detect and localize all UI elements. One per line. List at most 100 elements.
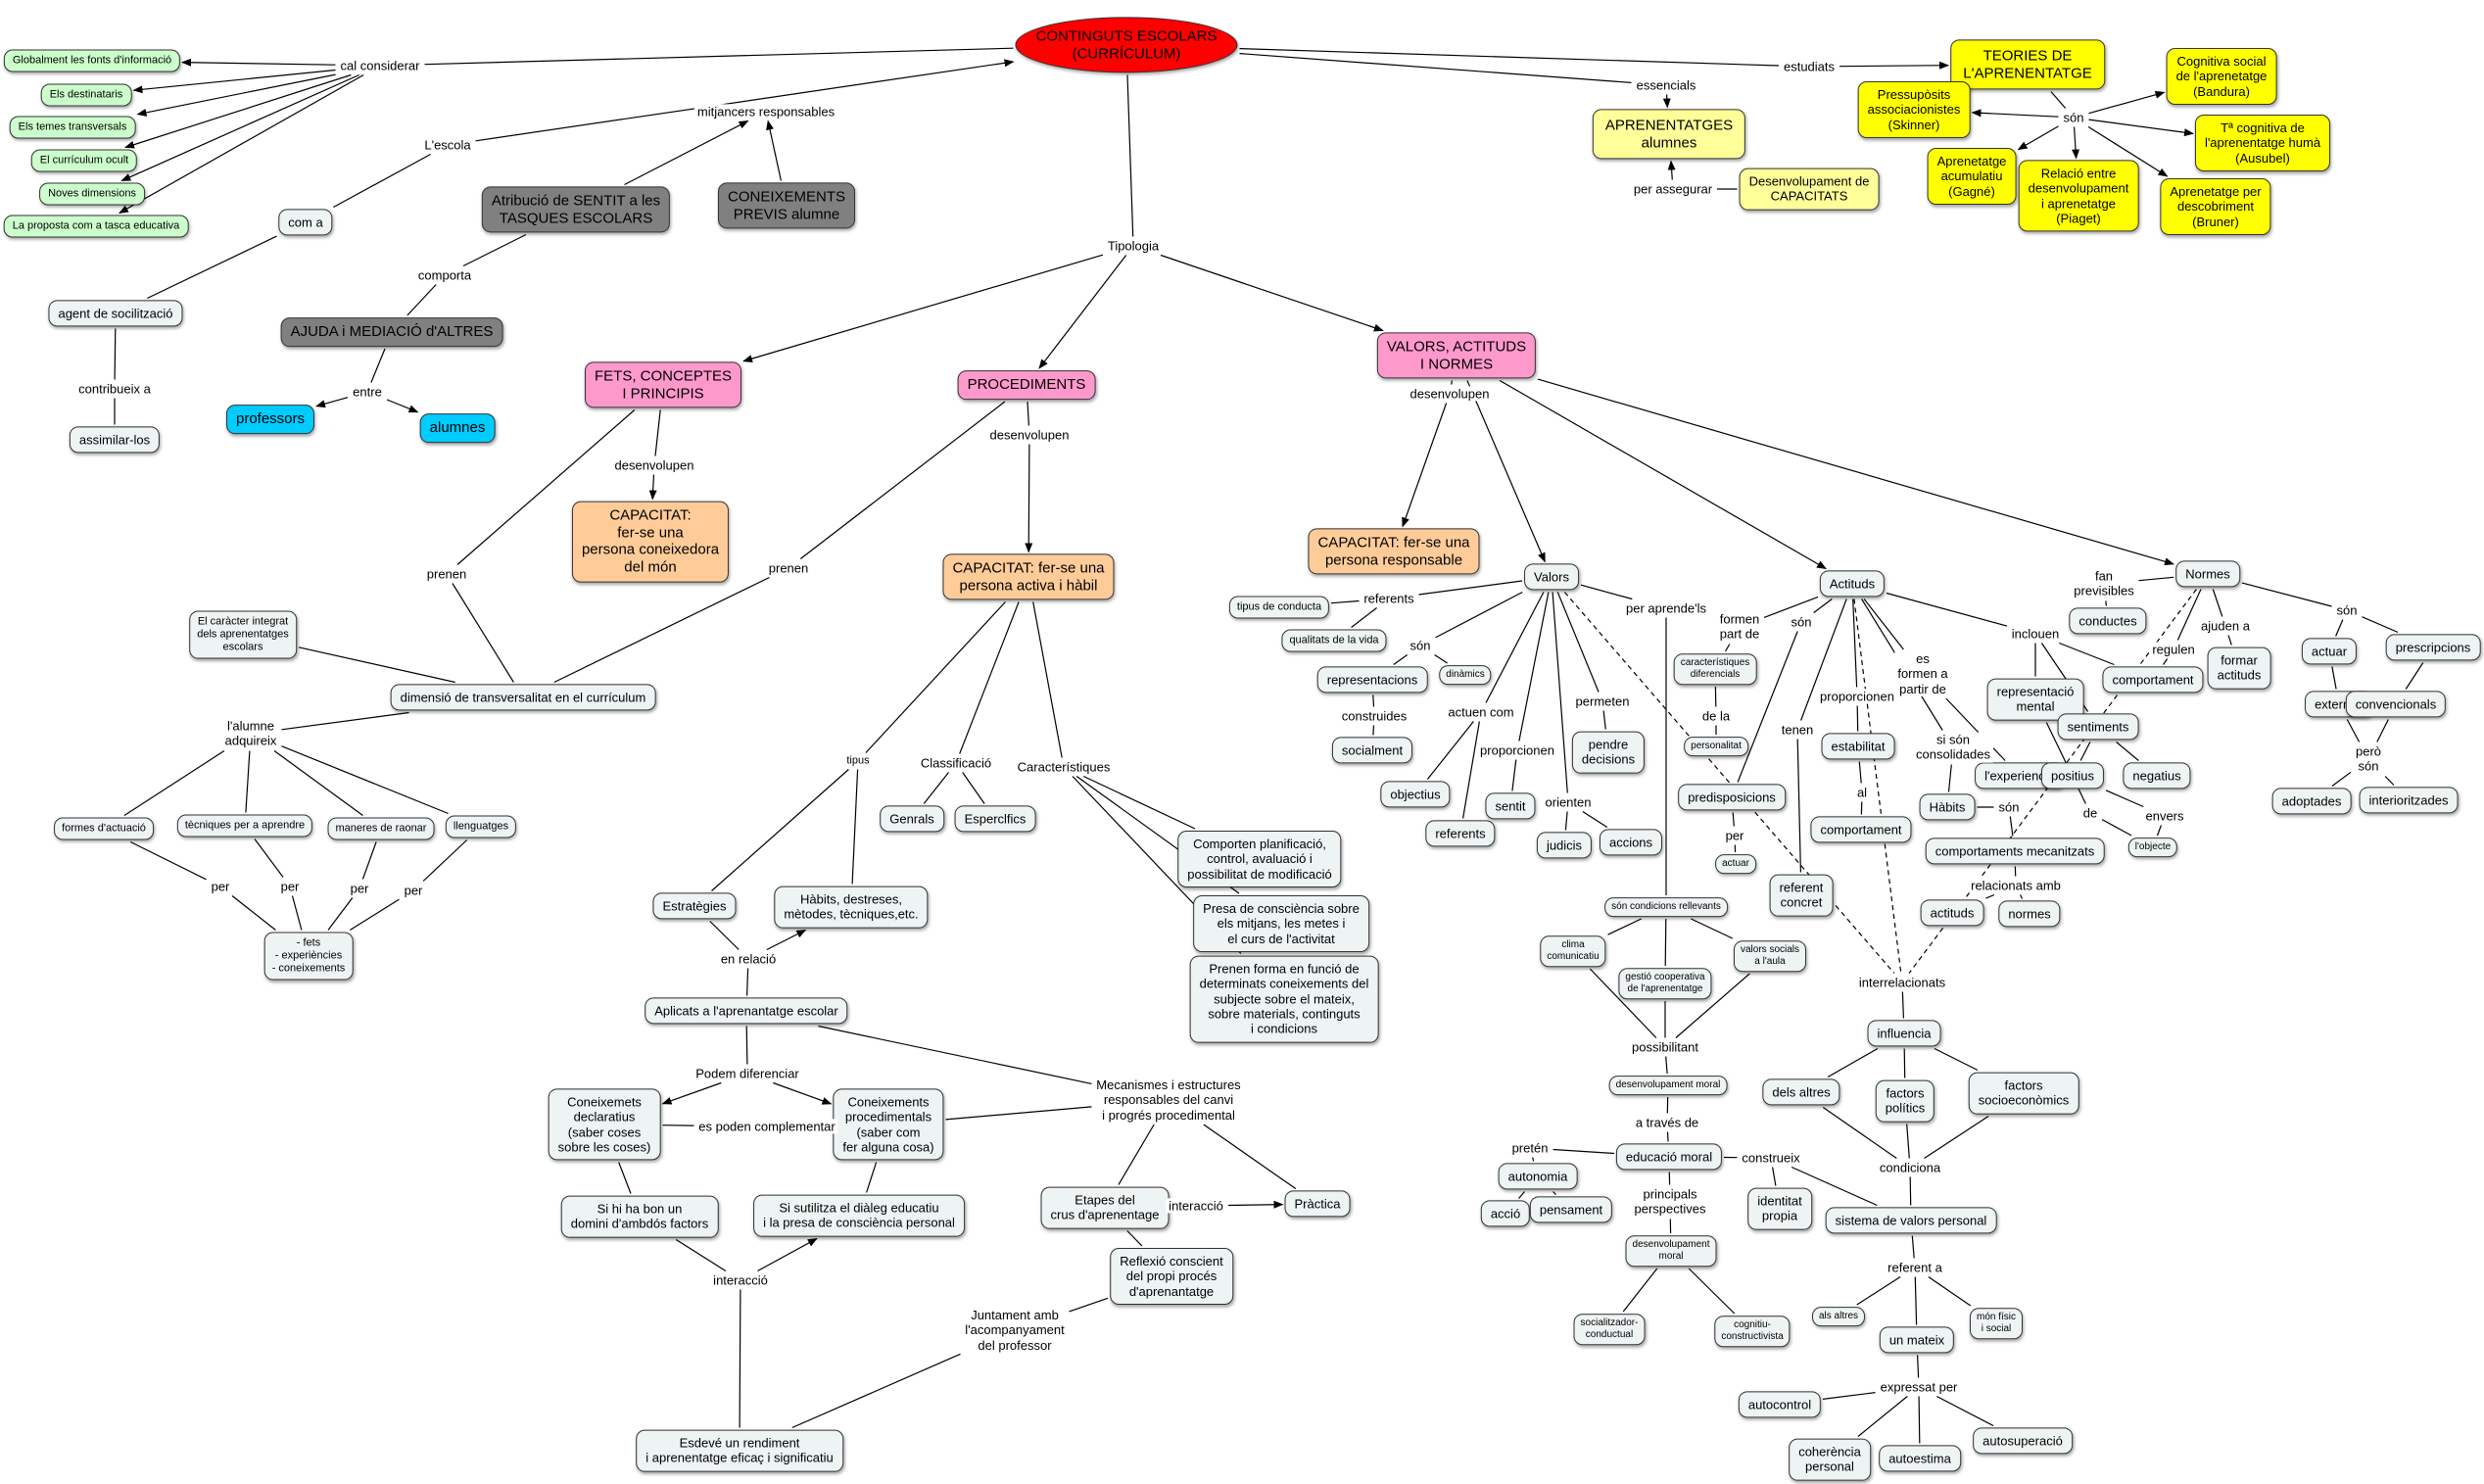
concept-node-interior[interactable]: interioritzades (2359, 787, 2459, 814)
concept-node-capp[interactable]: CAPACITAT: fer-se una persona activa i h… (942, 553, 1115, 600)
concept-node-tecn[interactable]: tècniques per a aprendre (176, 814, 313, 838)
concept-node-pendre[interactable]: pendre decisions (1571, 731, 1646, 774)
concept-node-atrib[interactable]: Atribució de SENTIT a les TASQUES ESCOLA… (481, 186, 671, 233)
concept-node-desmoral2[interactable]: desenvolupament moral (1625, 1235, 1717, 1267)
concept-node-comp3[interactable]: Prenen forma en funció de determinats co… (1189, 955, 1379, 1043)
concept-node-objecte[interactable]: l'objecte (2127, 838, 2178, 857)
concept-node-personalitat[interactable]: personalitat (1684, 737, 1748, 756)
concept-node-altres1[interactable]: dels altres (1762, 1078, 1840, 1106)
concept-node-g2[interactable]: Els destinataris (40, 83, 132, 107)
concept-node-positius[interactable]: positius (2040, 762, 2105, 790)
concept-node-g5[interactable]: Noves dimensions (39, 182, 145, 206)
concept-node-pensament[interactable]: pensament (1529, 1196, 1613, 1223)
concept-node-actuar2[interactable]: actuar (2301, 638, 2358, 665)
concept-node-coherencia[interactable]: coherència personal (1789, 1438, 1871, 1481)
concept-node-apren[interactable]: APRENENTATGES alumnes (1592, 109, 1746, 160)
concept-node-valorsn[interactable]: Valors (1524, 563, 1579, 591)
concept-node-normes[interactable]: Normes (2175, 560, 2240, 588)
concept-node-desen[interactable]: Desenvolupament de CAPACITATS (1739, 168, 1880, 211)
concept-node-caracter[interactable]: El caràcter integrat dels aprenentatges … (189, 610, 297, 659)
concept-node-aplic[interactable]: Aplicats a l'aprenantatge escolar (645, 997, 848, 1025)
concept-node-formes[interactable]: formes d'actuació (54, 817, 154, 840)
concept-node-ausubel[interactable]: Tª cognitiva de l'aprenentatge humà (Aus… (2194, 115, 2331, 171)
concept-node-repres[interactable]: representacions (1316, 666, 1428, 694)
concept-node-valors[interactable]: VALORS, ACTITUDS I NORMES (1376, 332, 1537, 379)
concept-node-coneix[interactable]: CONEIXEMENTS PREVIS alumne (717, 182, 856, 229)
concept-node-gestio[interactable]: gestió cooperativa de l'aprenentatge (1618, 968, 1712, 999)
concept-node-siutil[interactable]: Si sutilitza el diàleg educatiu i la pre… (753, 1194, 965, 1237)
concept-node-proc[interactable]: PROCEDIMENTS (957, 370, 1096, 400)
concept-node-socialm[interactable]: socialment (1331, 737, 1413, 764)
concept-node-bandura[interactable]: Cognitiva social de l'aprenetatge (Bandu… (2166, 48, 2277, 105)
concept-node-autonomia[interactable]: autonomia (1498, 1163, 1578, 1190)
concept-node-accions[interactable]: accions (1599, 829, 1663, 856)
concept-node-normes2[interactable]: normes (1998, 900, 2061, 928)
concept-node-espec[interactable]: Esperclfics (954, 805, 1036, 833)
concept-node-qualitats[interactable]: qualitats de la vida (1281, 629, 1387, 652)
concept-node-cdecl[interactable]: Coneixemets declaratius (saber coses sob… (548, 1088, 661, 1161)
concept-node-refconcret[interactable]: referent concret (1769, 874, 1834, 917)
concept-node-sonrell[interactable]: són condicions rellevants (1604, 897, 1728, 917)
concept-node-actituds[interactable]: Actituds (1819, 570, 1886, 598)
concept-node-valsoc[interactable]: valors socials a l'aula (1733, 940, 1807, 972)
concept-node-judicis[interactable]: judicis (1536, 832, 1593, 859)
concept-node-alum[interactable]: alumnes (419, 413, 496, 443)
concept-node-autosup[interactable]: autosuperació (1973, 1427, 2073, 1455)
concept-node-reflexio[interactable]: Reflexió conscient del propi procés d'ap… (1110, 1248, 1233, 1305)
concept-node-coma[interactable]: com a (278, 209, 333, 236)
concept-node-autocontrol[interactable]: autocontrol (1738, 1391, 1822, 1418)
concept-node-comport[interactable]: comportament (1810, 816, 1912, 843)
concept-node-influencia[interactable]: influencia (1867, 1020, 1941, 1047)
concept-node-prof[interactable]: professors (225, 405, 315, 434)
concept-node-clima[interactable]: clima comunicatiu (1540, 935, 1606, 967)
concept-node-sentit[interactable]: sentit (1485, 792, 1536, 820)
concept-node-maneres[interactable]: maneres de raonar (327, 817, 435, 840)
concept-node-capv[interactable]: CAPACITAT: fer-se una persona responsabl… (1308, 528, 1480, 575)
concept-node-g4[interactable]: El currículum ocult (30, 149, 138, 172)
concept-node-g3[interactable]: Els temes transversals (9, 116, 136, 139)
concept-node-comport2[interactable]: comportament (2102, 666, 2204, 694)
concept-node-habits[interactable]: Hàbits, destreses, mètodes, tècniques,et… (774, 886, 929, 929)
concept-node-reprment[interactable]: representació mental (1986, 678, 2084, 721)
concept-node-habits2[interactable]: Hàbits (1919, 793, 1976, 821)
concept-node-adoptades[interactable]: adoptades (2271, 788, 2352, 815)
concept-node-convenc[interactable]: convencionals (2345, 691, 2447, 718)
concept-node-sentiments[interactable]: sentiments (2057, 713, 2139, 741)
concept-node-estrat[interactable]: Estratègies (652, 892, 737, 920)
concept-node-gagne[interactable]: Aprenetatge acumulatiu (Gagné) (1927, 148, 2017, 205)
concept-node-politics[interactable]: factors polítics (1875, 1079, 1935, 1123)
concept-node-skinner[interactable]: Pressupòsits associacionistes (Skinner) (1857, 81, 1971, 138)
concept-node-altres2[interactable]: als altres (1811, 1307, 1866, 1326)
concept-node-dimensio[interactable]: dimensió de transversalitat en el curríc… (390, 684, 656, 711)
concept-node-desmoral[interactable]: desenvolupament moral (1608, 1076, 1728, 1095)
concept-node-capf[interactable]: CAPACITAT: fer-se una persona coneixedor… (571, 501, 730, 583)
concept-node-g6[interactable]: La proposta com a tasca educativa (3, 215, 189, 238)
concept-node-mateix[interactable]: un mateix (1879, 1326, 1955, 1354)
concept-node-comp1[interactable]: Comporten planificació, control, avaluac… (1177, 831, 1342, 887)
concept-node-cproc[interactable]: Coneixements procedimentals (saber com f… (833, 1088, 944, 1161)
concept-node-etapes[interactable]: Etapes del crus d'aprenentage (1040, 1186, 1170, 1229)
concept-node-agent[interactable]: agent de socilització (48, 300, 183, 327)
concept-node-cognitiu[interactable]: cognitiu- constructivista (1714, 1316, 1791, 1347)
concept-node-assim[interactable]: assimilar-los (69, 426, 161, 454)
concept-node-referents[interactable]: referents (1425, 820, 1496, 847)
concept-node-teories[interactable]: TEORIES DE L'APRENENTATGE (1950, 39, 2105, 90)
concept-node-formaract[interactable]: formar actituds (2207, 646, 2271, 690)
concept-node-socioec[interactable]: factors socioeconòmics (1968, 1072, 2079, 1115)
concept-node-objectius[interactable]: objectius (1380, 781, 1451, 808)
concept-node-compmec[interactable]: comportaments mecanitzats (1925, 838, 2105, 865)
concept-node-fets[interactable]: FETS, CONCEPTES I PRINCIPIS (584, 361, 742, 408)
concept-node-g1[interactable]: Globalment les fonts d'informació (3, 49, 181, 72)
concept-node-socializ[interactable]: socialitzador- conductual (1573, 1314, 1646, 1345)
concept-node-comp2[interactable]: Presa de consciència sobre els mitjans, … (1193, 895, 1369, 952)
concept-node-practica[interactable]: Pràctica (1284, 1190, 1351, 1218)
concept-node-piaget[interactable]: Relació entre desenvolupament i apreneta… (2018, 160, 2139, 232)
concept-node-identitat[interactable]: identitat propia (1747, 1187, 1812, 1230)
concept-node-prescrip[interactable]: prescripcions (2385, 634, 2481, 661)
concept-node-root[interactable]: CONTINGUTS ESCOLARS (CURRÍCULUM) (1015, 17, 1238, 73)
concept-node-caracdif[interactable]: característiques diferencials (1673, 653, 1757, 685)
concept-node-llenguatges[interactable]: llenguatges (445, 815, 517, 838)
concept-node-predisp[interactable]: predisposicions (1678, 784, 1786, 811)
concept-node-monfisic[interactable]: món físic i social (1969, 1308, 2024, 1339)
concept-node-sihi[interactable]: Si hi ha bon un domini d'ambdós factors (560, 1195, 719, 1238)
